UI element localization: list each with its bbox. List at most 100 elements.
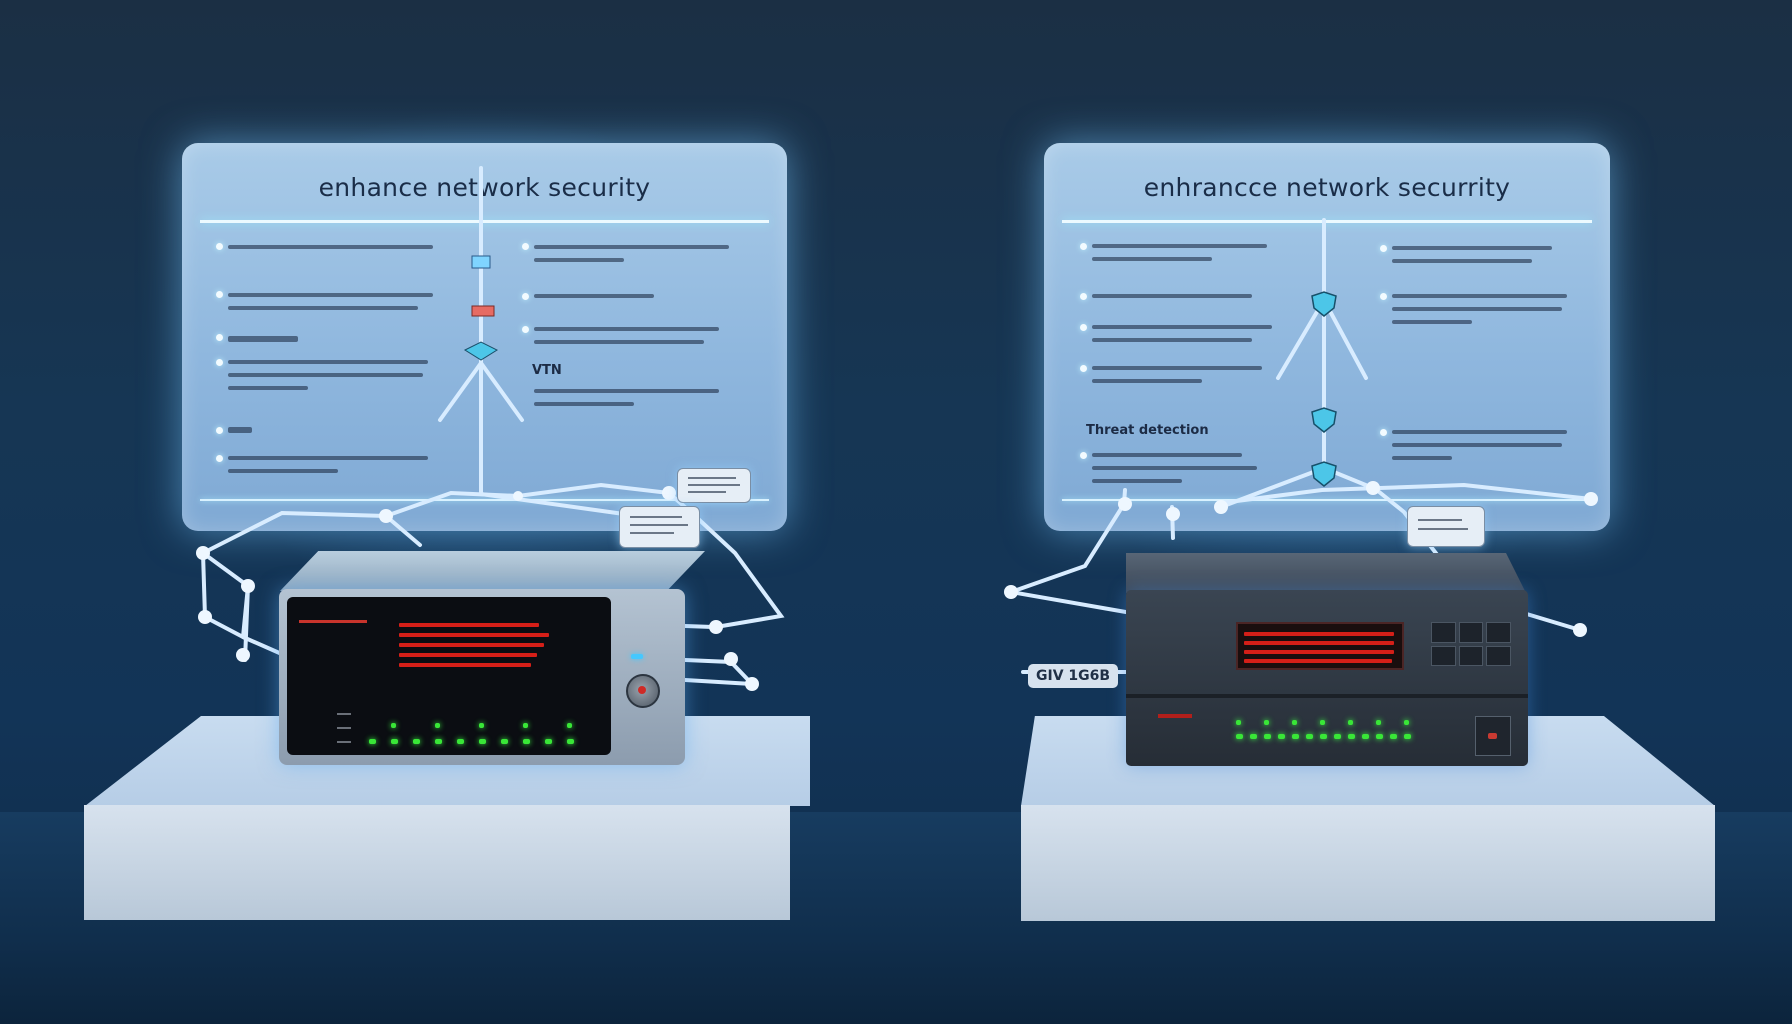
wire — [1219, 466, 1326, 509]
text-line — [1392, 307, 1562, 311]
status-led — [523, 739, 530, 744]
callout-note — [1407, 506, 1485, 547]
network-node-icon — [241, 579, 255, 593]
wire — [1322, 298, 1368, 380]
status-led — [457, 739, 464, 744]
network-node-icon — [1118, 497, 1132, 511]
callout-line — [1418, 528, 1468, 530]
bullet-dot — [1380, 293, 1387, 300]
bullet-dot — [216, 359, 223, 366]
right-network-appliance — [1126, 590, 1528, 766]
text-line — [1092, 366, 1262, 370]
status-led — [523, 723, 528, 728]
status-led — [1320, 734, 1327, 739]
wire — [241, 635, 286, 657]
shield-icon — [463, 341, 499, 361]
left-wire-nodes — [196, 486, 759, 691]
text-line — [1392, 259, 1532, 263]
status-led — [1348, 720, 1353, 725]
status-led — [1362, 734, 1369, 739]
callout-line — [630, 532, 674, 534]
bullet-dot — [216, 427, 223, 434]
bullet-dot — [522, 293, 529, 300]
status-led — [501, 739, 508, 744]
text-line — [534, 258, 624, 262]
wire — [243, 584, 250, 662]
shield-icon — [1311, 461, 1337, 487]
led-label — [337, 713, 351, 715]
text-line — [228, 360, 428, 364]
bullet-dot — [1380, 429, 1387, 436]
network-node-icon — [1214, 500, 1228, 514]
bullet-dot — [216, 243, 223, 250]
text-line — [1092, 466, 1257, 470]
text-line — [1092, 479, 1182, 483]
led-label — [337, 727, 351, 729]
red-readout-line — [1244, 659, 1392, 663]
status-led — [1236, 734, 1243, 739]
left-panel-icons — [463, 255, 499, 361]
network-node-icon — [662, 486, 676, 500]
laptop-icon — [471, 255, 491, 269]
bullet-dot — [216, 334, 223, 341]
text-line — [1092, 325, 1272, 329]
status-led — [1306, 734, 1313, 739]
text-line — [228, 336, 298, 342]
status-led — [369, 739, 376, 744]
shield-icon — [1311, 291, 1337, 317]
text-line — [1092, 379, 1202, 383]
status-led — [1292, 734, 1299, 739]
text-line — [1392, 294, 1567, 298]
network-node-icon — [1366, 481, 1380, 495]
red-readout-line — [1244, 632, 1394, 636]
bullet-dot — [216, 455, 223, 462]
text-line — [534, 294, 654, 298]
bullet-dot — [1080, 365, 1087, 372]
status-led — [479, 739, 486, 744]
callout-line — [630, 516, 682, 518]
callout-line — [1418, 519, 1462, 521]
red-readout-line — [1244, 641, 1394, 645]
bullet-dot — [522, 243, 529, 250]
callout-line — [630, 524, 688, 526]
status-led — [391, 739, 398, 744]
network-node-icon — [745, 677, 759, 691]
status-led — [1404, 734, 1411, 739]
text-line — [228, 306, 418, 310]
text-line — [534, 389, 719, 393]
device-button — [1486, 645, 1511, 666]
callout-line — [688, 491, 726, 493]
bullet-dot — [1080, 293, 1087, 300]
callout-note — [619, 506, 700, 548]
right-device-display — [1236, 622, 1404, 670]
text-line — [534, 340, 704, 344]
text-line — [1392, 246, 1552, 250]
text-line — [228, 245, 433, 249]
wire — [1009, 488, 1127, 594]
network-node-icon — [1004, 585, 1018, 599]
status-led — [391, 723, 396, 728]
status-led — [567, 723, 572, 728]
device-button — [1431, 622, 1456, 643]
right-panel-shields — [1311, 291, 1337, 487]
text-line — [534, 402, 634, 406]
text-line — [1092, 294, 1252, 298]
text-line — [228, 373, 423, 377]
right-wire-nodes — [1004, 481, 1598, 637]
callout-line — [688, 477, 736, 479]
network-node-icon — [379, 509, 393, 523]
right-device-button-grid — [1431, 622, 1511, 666]
bullet-dot — [216, 291, 223, 298]
status-led — [1250, 734, 1257, 739]
right-pedestal-front — [1021, 805, 1715, 921]
status-led — [435, 723, 440, 728]
status-led — [435, 739, 442, 744]
status-led — [1264, 720, 1269, 725]
bullet-dot — [522, 326, 529, 333]
network-node-icon — [513, 491, 523, 501]
status-led — [1376, 734, 1383, 739]
wire — [1219, 482, 1593, 505]
left-info-panel: enhance network security VTN — [182, 143, 787, 531]
status-led — [1292, 720, 1297, 725]
